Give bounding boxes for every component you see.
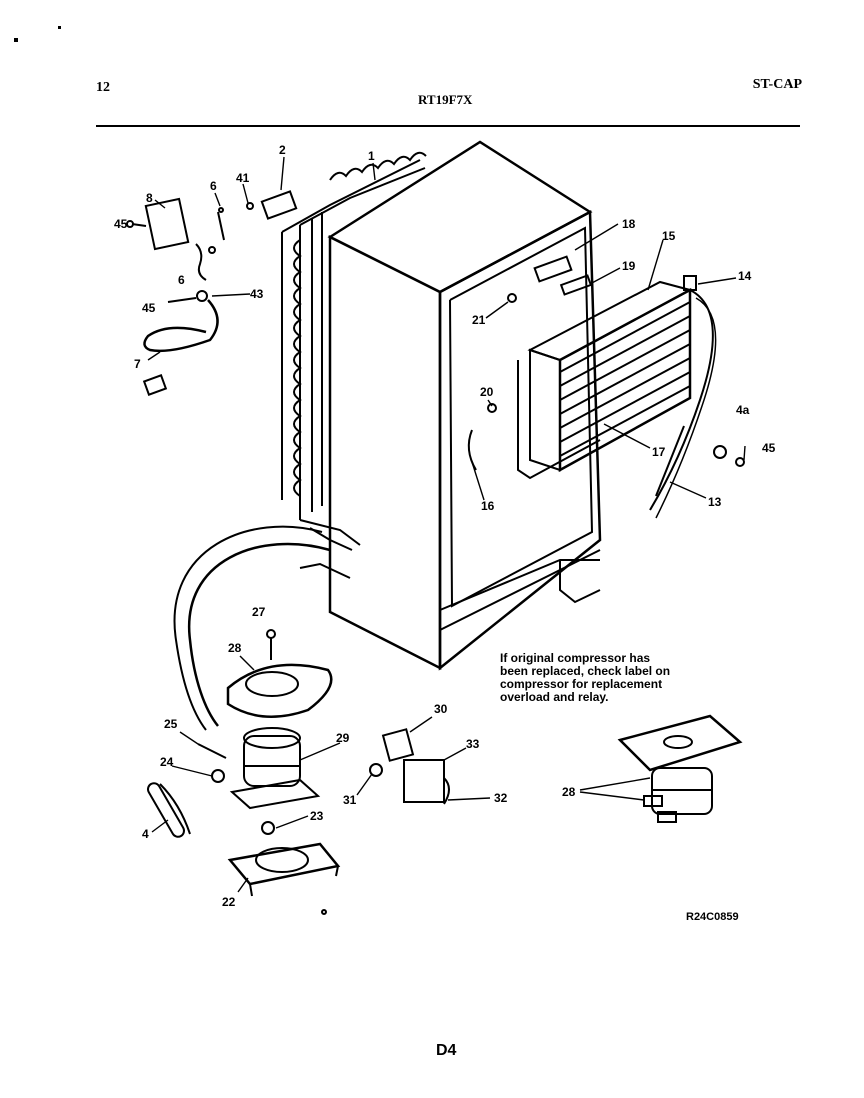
- callout: 32: [494, 791, 508, 805]
- replacement-note: If original compressor has been replaced…: [500, 652, 730, 704]
- callout: 41: [236, 171, 250, 185]
- page-footer-code: D4: [436, 1042, 457, 1059]
- note-line: compressor for replacement: [500, 677, 663, 691]
- callout: 24: [160, 755, 174, 769]
- callout: 8: [146, 191, 153, 205]
- callout: 6: [178, 273, 185, 287]
- callout: 13: [708, 495, 722, 509]
- scan-speck: [14, 38, 18, 42]
- header-rule: [96, 125, 800, 127]
- callout: 4a: [736, 403, 750, 417]
- callout: 7: [134, 357, 141, 371]
- callout: 45: [114, 217, 128, 231]
- callout: 6: [210, 179, 217, 193]
- callout: 19: [622, 259, 636, 273]
- page-number: 12: [96, 80, 110, 95]
- callout: 23: [310, 809, 324, 823]
- callout: 27: [252, 605, 266, 619]
- note-line: If original compressor has: [500, 651, 651, 665]
- callout: 22: [222, 895, 236, 909]
- model-number: RT19F7X: [418, 92, 473, 107]
- callout: 4: [142, 827, 149, 841]
- callout: 29: [336, 731, 350, 745]
- callout: 21: [472, 313, 486, 327]
- callout: 28: [228, 641, 242, 655]
- drain-tube: [173, 525, 353, 731]
- callout: 45: [142, 301, 156, 315]
- diagram-reference-code: R24C0859: [686, 911, 739, 923]
- callout: 33: [466, 737, 480, 751]
- callout: 28: [562, 785, 576, 799]
- note-line: been replaced, check label on: [500, 664, 671, 678]
- callout: 18: [622, 217, 636, 231]
- callout: 45: [762, 441, 776, 455]
- alternate-compressor: [617, 714, 743, 823]
- callout: 30: [434, 702, 448, 716]
- compressor-group: [147, 629, 450, 915]
- callout: 31: [343, 793, 357, 807]
- callout: 17: [652, 445, 666, 459]
- condenser-coil: [281, 151, 427, 546]
- callout-numbers: 1 2 41 8 6 45 6 45 43 7 18 15 19 14 21 2…: [114, 143, 776, 909]
- callout: 20: [480, 385, 494, 399]
- callout: 15: [662, 229, 676, 243]
- note-line: overload and relay.: [500, 690, 609, 704]
- section-code: ST-CAP: [752, 77, 802, 92]
- scan-speck: [58, 26, 61, 29]
- callout: 1: [368, 149, 375, 163]
- callout: 2: [279, 143, 286, 157]
- small-parts-top-left: [126, 190, 298, 396]
- callout: 43: [250, 287, 264, 301]
- leader-lines: [147, 156, 746, 893]
- callout: 14: [738, 269, 752, 283]
- callout: 16: [481, 499, 495, 513]
- callout: 25: [164, 717, 178, 731]
- cabinet: [327, 140, 602, 671]
- evaporator: [467, 255, 745, 519]
